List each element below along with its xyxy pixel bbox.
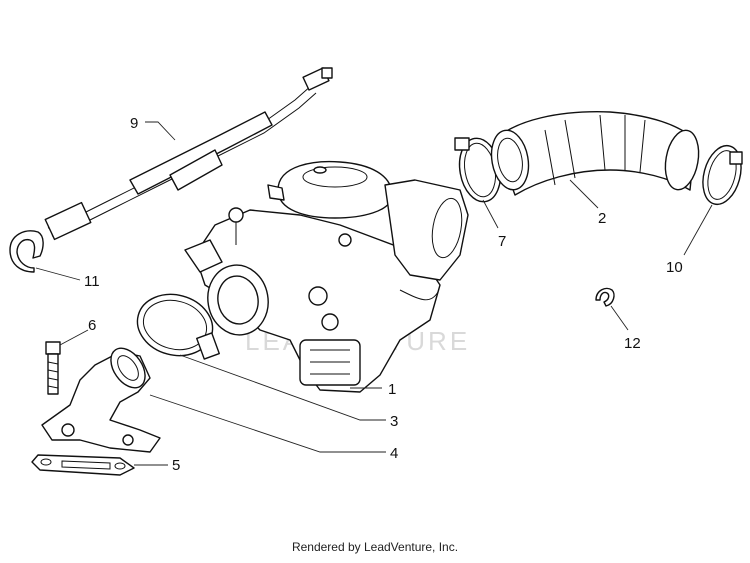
callout-3: 3	[390, 413, 398, 430]
leader-lines	[35, 121, 713, 466]
leader-3	[179, 354, 386, 421]
intake-duct-part[interactable]	[487, 111, 703, 196]
leader-12	[610, 305, 629, 331]
hose-clamp-part-10[interactable]	[697, 141, 747, 208]
intake-manifold-part[interactable]	[41, 342, 161, 453]
callout-11: 11	[84, 273, 100, 290]
throttle-cable-part[interactable]	[44, 67, 333, 241]
callout-7: 7	[498, 233, 506, 250]
leader-2	[569, 179, 599, 209]
leader-6	[59, 329, 89, 346]
callout-1: 1	[388, 381, 396, 398]
callout-12: 12	[624, 335, 641, 352]
footer-credit: Rendered by LeadVenture, Inc.	[291, 540, 459, 554]
callout-2: 2	[598, 210, 606, 227]
leader-7	[482, 199, 499, 229]
callout-4: 4	[390, 445, 398, 462]
bolt-part[interactable]	[45, 341, 61, 395]
gasket-part[interactable]	[31, 454, 135, 476]
callout-9: 9	[130, 115, 138, 132]
leader-9	[145, 121, 176, 141]
circlip-part[interactable]	[595, 287, 615, 307]
carburetor-part[interactable]	[184, 160, 469, 393]
callout-6: 6	[88, 317, 96, 334]
callout-10: 10	[666, 259, 683, 276]
clamp-part-11[interactable]	[9, 230, 44, 273]
callout-5: 5	[172, 457, 180, 474]
hose-clamp-part-3[interactable]	[131, 286, 220, 364]
hose-clamp-part-7[interactable]	[454, 135, 506, 205]
leader-11	[35, 267, 81, 281]
parts-diagram: LEADVENTURE	[9, 67, 747, 476]
leader-4	[149, 394, 386, 453]
leader-10	[683, 204, 713, 256]
